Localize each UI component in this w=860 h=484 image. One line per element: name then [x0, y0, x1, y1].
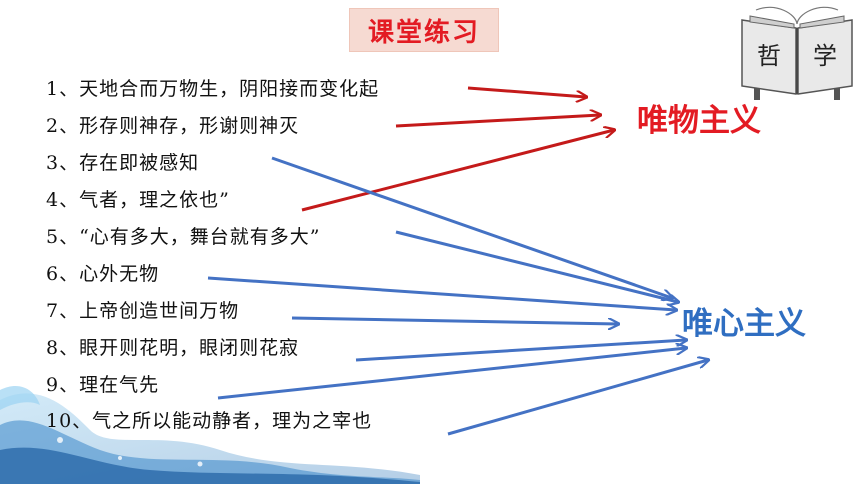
statement-1: 1、天地合而万物生，阴阳接而变化起: [46, 78, 380, 100]
statement-8: 8、眼开则花明，眼闭则花寂: [46, 337, 300, 359]
book-char-1: 哲: [757, 42, 781, 70]
statement-2: 2、形存则神存，形谢则神灭: [46, 115, 300, 137]
title-box: 课堂练习: [349, 8, 499, 52]
statement-10: 10、气之所以能动静者，理为之宰也: [46, 410, 373, 432]
arrow-5-idealism: [395, 230, 678, 302]
statement-7: 7、上帝创造世间万物: [46, 300, 240, 322]
statement-3: 3、存在即被感知: [46, 152, 200, 174]
statement-4: 4、气者，理之依也”: [46, 189, 230, 211]
statement-9: 9、理在气先: [46, 374, 160, 396]
arrow-7-idealism: [291, 316, 618, 324]
arrow-3-idealism: [271, 156, 672, 298]
arrow-8-idealism: [355, 340, 686, 362]
idealism-label: 唯心主义: [682, 306, 806, 342]
book-char-2: 学: [813, 42, 837, 70]
statement-6: 6、心外无物: [46, 263, 160, 285]
materialism-label: 唯物主义: [637, 103, 761, 139]
statement-5: 5、“心有多大，舞台就有多大”: [46, 226, 321, 248]
arrow-4-materialism: [301, 130, 614, 212]
arrow-10-idealism: [447, 360, 708, 436]
arrow-6-idealism: [207, 276, 676, 310]
arrow-9-idealism: [217, 348, 686, 400]
philosophy-book-icon: 哲 学: [741, 6, 853, 100]
arrow-1-materialism: [467, 86, 586, 97]
arrow-2-materialism: [395, 115, 600, 128]
decorative-wave: [0, 385, 420, 484]
page-title: 课堂练习: [367, 17, 480, 48]
